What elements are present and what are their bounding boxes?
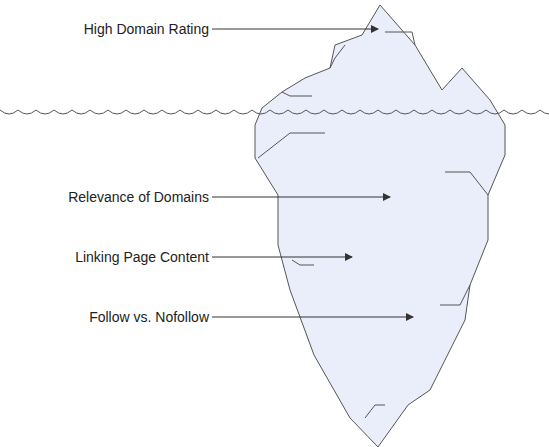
iceberg-creases	[258, 32, 488, 418]
iceberg	[255, 5, 505, 447]
layer-label: Relevance of Domains	[68, 189, 209, 206]
layer-label: Follow vs. Nofollow	[89, 309, 209, 326]
layer-label: High Domain Rating	[84, 21, 209, 38]
layer-label: Linking Page Content	[75, 249, 209, 266]
leader-lines	[212, 29, 413, 317]
water-line	[0, 110, 549, 114]
